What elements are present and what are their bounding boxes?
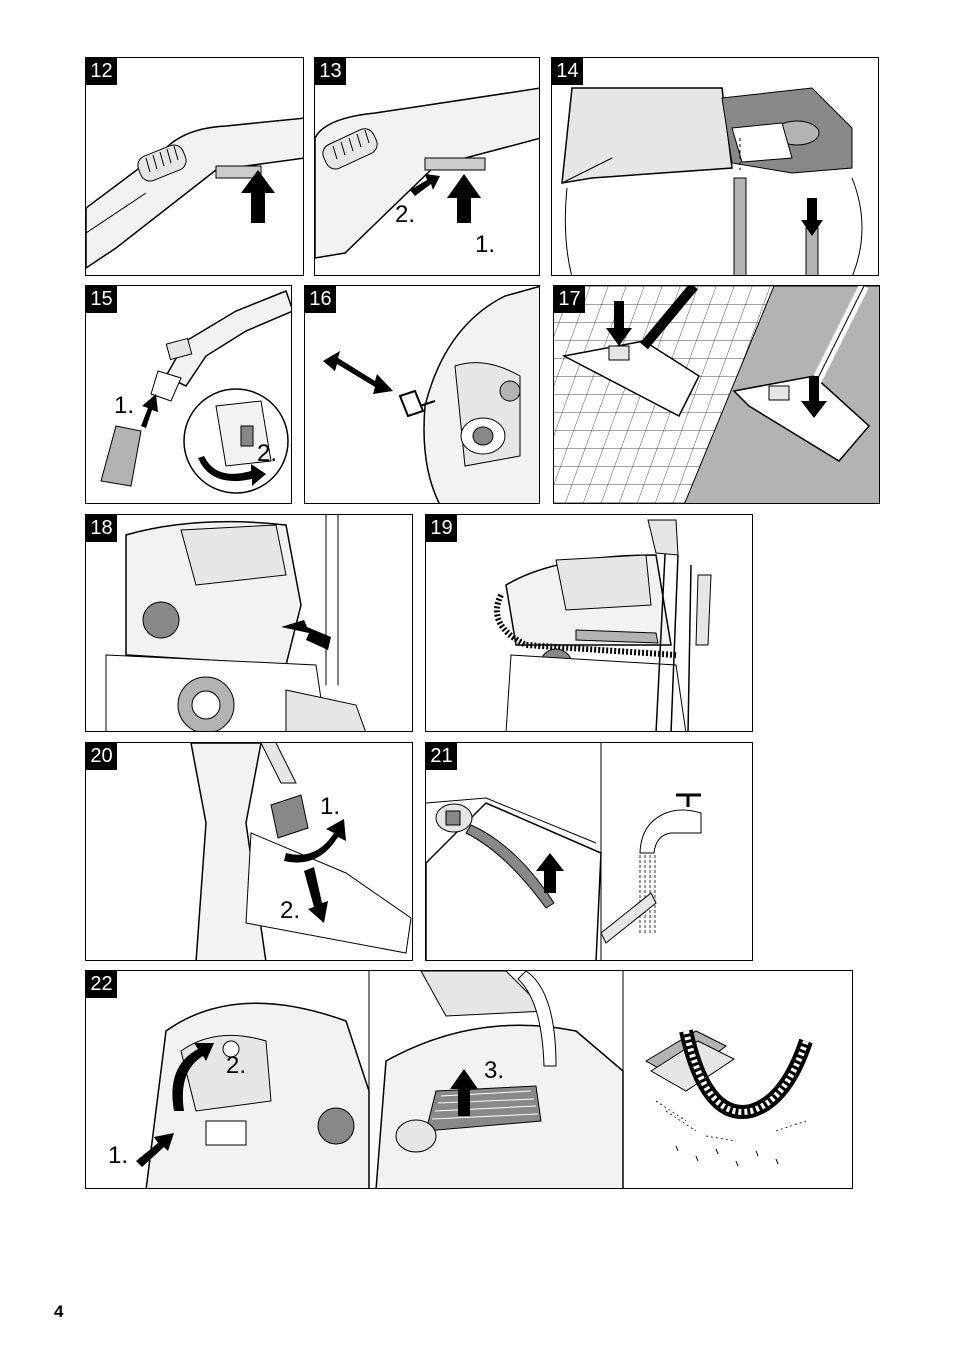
figure-number: 22 (86, 971, 117, 998)
figure-number: 21 (426, 743, 457, 770)
step-label: 2. (257, 440, 278, 467)
page-number: 4 (54, 1302, 64, 1321)
accessory-storage-illustration (105, 515, 366, 731)
figure-number: 19 (426, 515, 457, 542)
figure-number: 13 (315, 58, 346, 85)
figure-18: 18 (85, 514, 413, 732)
arrow-icon (281, 620, 331, 650)
arrow-icon (323, 351, 393, 394)
filter-removal-and-rinse-illustration (426, 743, 702, 960)
figure-15: 15 1. 2. (85, 285, 292, 504)
key-slot-illustration (323, 286, 539, 503)
step-label: 1. (114, 392, 135, 419)
curved-arrow-icon (172, 1043, 214, 1111)
figure-17: 17 (553, 285, 880, 504)
figure-number: 16 (305, 286, 336, 313)
arrow-icon (141, 394, 158, 428)
arrow-icon (606, 301, 632, 346)
figure-21: 21 (425, 742, 753, 961)
filter-bag-insertion-illustration (561, 87, 863, 275)
figure-13: 13 2. 1. (314, 57, 540, 276)
arrow-icon (801, 198, 823, 236)
arrow-icon (136, 1133, 174, 1167)
figure-14: 14 (551, 57, 879, 276)
floor-nozzle-switch-illustration (554, 286, 879, 503)
hose-handle-illustration (86, 117, 303, 269)
flat-filter-cleaning-illustration (136, 971, 813, 1188)
step-label: 2. (280, 897, 301, 924)
figure-16: 16 (304, 285, 540, 504)
arrow-icon (304, 867, 328, 923)
step-label: 1. (320, 793, 341, 820)
water-tap-icon (639, 793, 702, 933)
step-label: 1. (108, 1142, 129, 1169)
arrow-icon (536, 853, 564, 893)
figure-number: 18 (86, 515, 117, 542)
arrow-icon (801, 376, 827, 418)
figure-19: 19 (425, 514, 753, 732)
figure-number: 12 (86, 58, 117, 85)
curved-arrow-icon (284, 819, 346, 863)
hose-coupling-removal-illustration (190, 743, 412, 960)
step-label: 3. (484, 1057, 505, 1084)
arrow-icon (241, 170, 275, 223)
step-label: 2. (395, 201, 416, 228)
figure-number: 17 (554, 286, 585, 313)
filter-icon (645, 1029, 813, 1167)
figure-12: 12 (85, 57, 304, 276)
step-label: 2. (226, 1052, 247, 1079)
accessory-storage-tubes-illustration (494, 519, 712, 731)
arrow-icon (447, 174, 481, 223)
figure-22: 22 2. 1. 3. (85, 970, 853, 1189)
step-label: 1. (475, 231, 496, 258)
curved-arrow-icon (198, 456, 266, 486)
arrow-icon (410, 174, 440, 196)
figure-number: 14 (552, 58, 583, 85)
figure-number: 20 (86, 743, 117, 770)
nozzle-attachment-illustration (100, 290, 291, 494)
figure-20: 20 1. 2. (85, 742, 413, 961)
hose-handle-release-illustration (315, 87, 539, 259)
arrow-icon (450, 1069, 478, 1116)
figure-number: 15 (86, 286, 117, 313)
